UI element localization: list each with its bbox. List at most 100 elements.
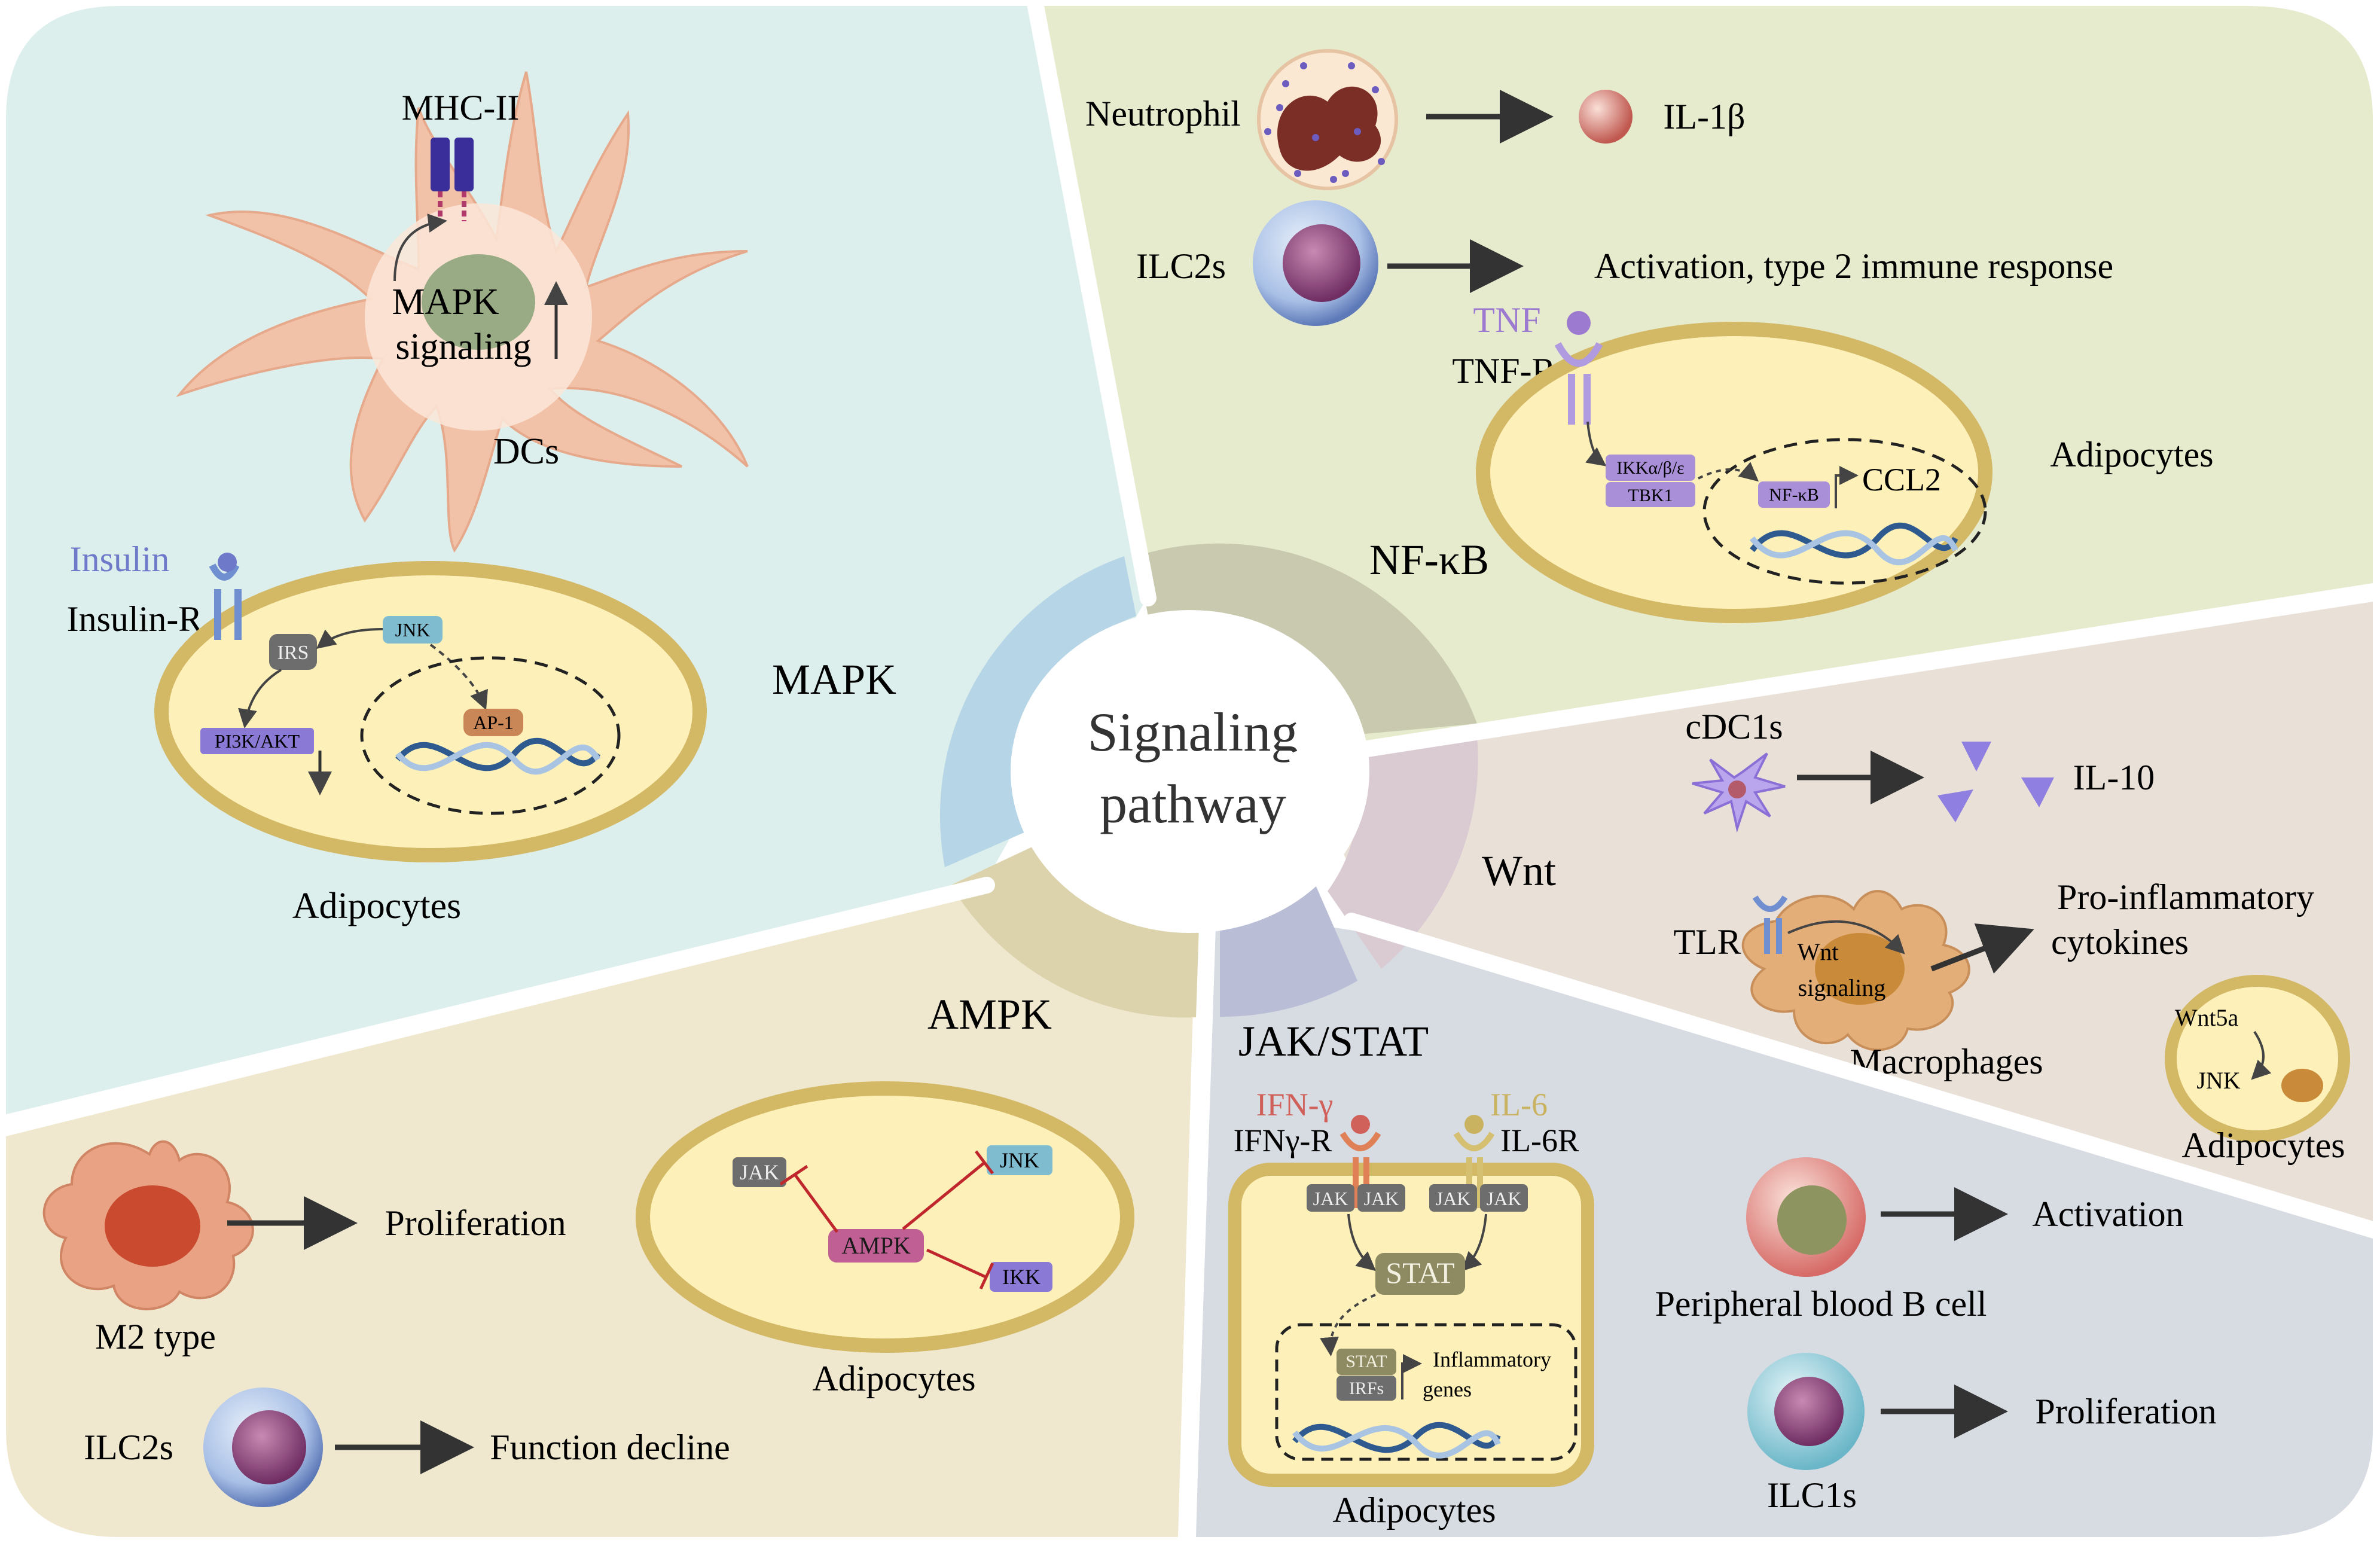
il10-label: IL-10 [2073,758,2155,797]
separator-top [1026,0,1157,606]
stat-to-nucleus-arrow [1320,1294,1376,1356]
jak-box-2-label: JAK [1364,1188,1399,1209]
dcs-label: DCs [493,431,559,472]
ilc1s-label: ILC1s [1767,1475,1857,1515]
function-decline-label: Function decline [490,1428,730,1467]
ilc2s-nucleus [1283,224,1360,302]
il6r-receptor [1453,1115,1495,1208]
ap1-label: AP-1 [473,712,514,733]
center-circle [1011,610,1369,933]
il10-triangle-3 [2021,777,2054,807]
inhibit-jak [794,1174,839,1233]
section-label-mapk: MAPK [772,655,896,703]
mhc-ii-receptor-right [454,138,474,191]
irs-to-pi3k-arrow [238,669,282,728]
mapk-panel: MHC-II MAPK signaling DCs Insulin Insuli… [67,71,749,926]
ikk-box [1606,455,1695,481]
section-label-ampk: AMPK [927,990,1052,1038]
tbk1-label: TBK1 [1628,486,1673,505]
insulin-receptor-stem-l [214,589,221,640]
mapk-nucleus [360,656,621,815]
insulin-r-label: Insulin-R [67,599,203,639]
jak-dna-icon [1292,1422,1501,1459]
jak-left-arrow [1347,1213,1377,1271]
tlr-wnt-arrow [1787,920,1905,955]
dendritic-cell: MHC-II MAPK signaling DCs [176,71,749,553]
jak-adipocyte-cell [1228,1163,1594,1487]
jnk-box-mapk [383,616,443,644]
ifng-ligand [1351,1115,1370,1134]
dna-strand-b [1292,1425,1501,1459]
macrophage-icon [1741,890,1970,1051]
mhc-ii-label: MHC-II [402,88,520,127]
dna-strand-b [395,742,601,775]
ampk-ilc2s-nucleus [232,1410,306,1484]
jnk-to-ap1-arrow [429,644,488,711]
wnt-signaling-label-1: Wnt [1798,938,1839,965]
neutrophil-label: Neutrophil [1085,94,1241,133]
proinflammatory-label-1: Pro-inflammatory [2057,877,2314,917]
inflam-promoter-arrow [1401,1354,1422,1399]
nfkb-nucleus [1702,438,1987,585]
jak-box-1 [1307,1184,1354,1212]
tlr-receptor-stem-r [1776,918,1782,954]
separator-right-upper [1289,584,2380,768]
ampk-adipocyte-cell [636,1081,1134,1353]
ifngr-stem-l [1353,1157,1359,1208]
inflammatory-label-1: Inflammatory [1433,1347,1551,1371]
separator-right-lower [1343,913,2380,1240]
dna-strand-b [1750,530,1958,566]
ikk-label: IKKα/β/ε [1616,458,1685,478]
neutrophil-icon [1257,49,1398,190]
ccl2-label: CCL2 [1862,462,1941,498]
ifngr-stem-r [1363,1157,1369,1208]
inflammatory-label-2: genes [1423,1377,1472,1401]
il10-triangle-1 [1961,742,1991,772]
neutrophil-nucleus [1277,86,1381,171]
separator-bottom [1179,901,1216,1546]
center-label-line1: Signaling [1088,702,1299,763]
irs-label: IRS [277,642,309,664]
ampk-ikk-label: IKK [1002,1265,1041,1289]
jak-box-2 [1357,1184,1405,1212]
mhc-arrow [393,214,447,282]
ampk-ilc2s-icon [203,1388,323,1507]
wnt-adipocyte-nucleus [2281,1069,2323,1102]
tlr-receptor [1752,895,1788,954]
macrophage-arrow [1930,923,2034,974]
jak-box-3 [1429,1184,1477,1212]
nfkb-box-label: NF-κB [1769,485,1818,505]
stat-box [1375,1253,1465,1295]
nfkb-ilc2s-label: ILC2s [1136,246,1226,286]
jnk-label-mapk: JNK [395,619,431,641]
inhibit-jak-bar [779,1164,808,1186]
separator-left [0,877,995,1133]
ring-segment-ampk [951,837,1208,1018]
il6-label: IL-6 [1490,1087,1548,1123]
stat-small-box [1337,1349,1396,1375]
section-label-nfkb: NF-κB [1369,536,1489,584]
insulin-label: Insulin [70,539,170,579]
ccl2-promoter-arrow [1835,466,1859,508]
ampk-jnk-label: JNK [1000,1148,1039,1172]
dna-strand-a [395,737,601,772]
il6r-receptor-cup [1453,1132,1495,1151]
jakstat-panel: IFN-γ IFNγ-R IL-6 IL-6R JAK JAK JAK JAK … [1228,1087,2217,1530]
ampk-box [828,1229,924,1263]
wnt-signaling-label-2: signaling [1798,974,1886,1001]
tlr-receptor-cup [1752,895,1788,912]
il6-ligand [1464,1115,1484,1134]
m2-macrophage-icon [42,1140,254,1310]
tnf-receptor [1554,311,1603,425]
m2-nucleus [105,1185,200,1267]
jnk-to-irs-arrow [316,628,383,649]
jak-box-1-label: JAK [1313,1188,1348,1209]
activation-type2-label: Activation, type 2 immune response [1594,246,2113,286]
ampk-adipocytes-label: Adipocytes [812,1359,975,1398]
nfkb-panel: Neutrophil IL-1β ILC2s Activation, type … [1085,49,2214,623]
tnf-receptor-stem-r [1583,374,1591,425]
jak-box-4-label: JAK [1487,1188,1522,1209]
m2-type-label: M2 type [95,1317,216,1356]
